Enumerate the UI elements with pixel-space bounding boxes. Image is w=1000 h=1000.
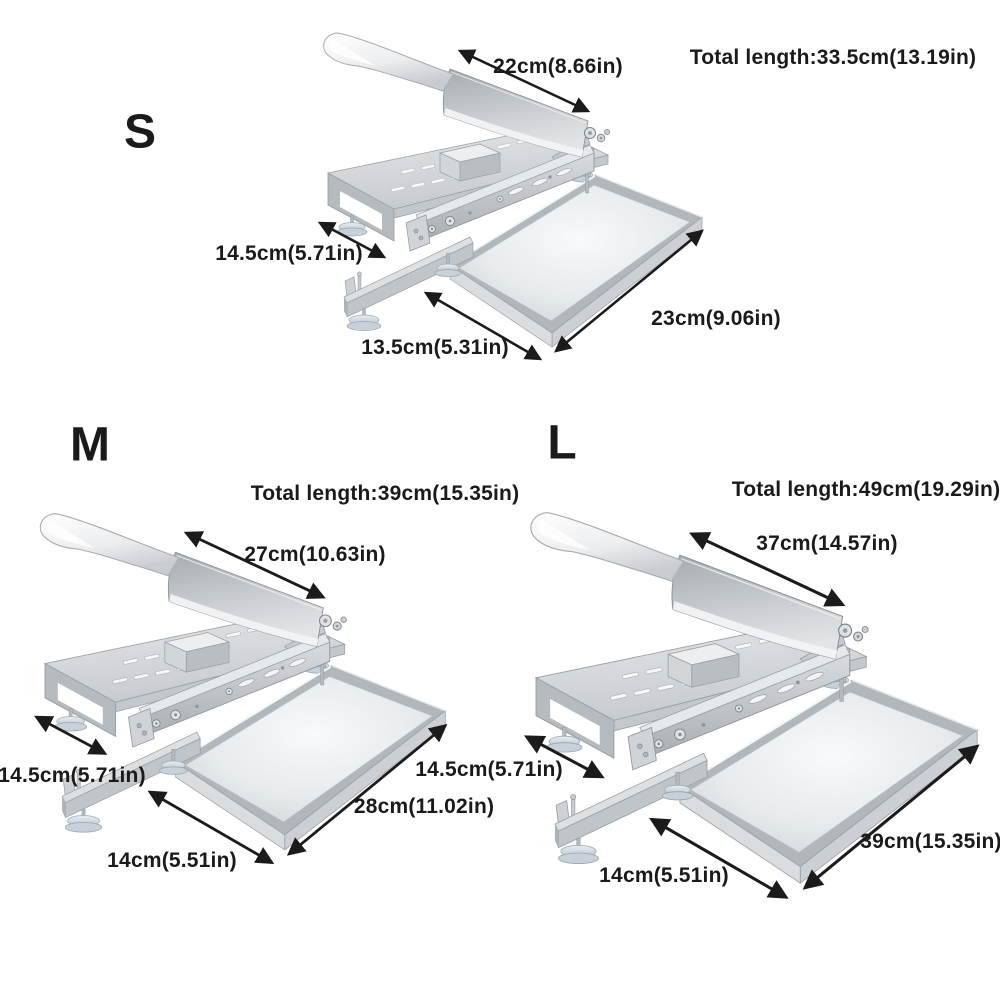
blade-length-label-l: 37cm(14.57in) <box>756 532 898 555</box>
depth-label-m: 14.5cm(5.71in) <box>0 764 146 787</box>
tray-length-label-m: 28cm(11.02in) <box>353 795 495 818</box>
size-label-s: S <box>123 105 157 159</box>
tray-length-label-s: 23cm(9.06in) <box>651 307 781 330</box>
depth-label-l: 14.5cm(5.71in) <box>415 758 563 781</box>
total-length-label-l: Total length:49cm(19.29in) <box>731 478 1000 501</box>
total-length-label-m: Total length:39cm(15.35in) <box>250 482 520 505</box>
size-label-l: L <box>547 416 577 470</box>
blade-length-label-m: 27cm(10.63in) <box>244 543 386 566</box>
depth-label-s: 14.5cm(5.71in) <box>215 242 363 265</box>
base-width-label-l: 14cm(5.51in) <box>599 864 729 887</box>
base-width-label-s: 13.5cm(5.31in) <box>361 336 509 359</box>
blade-length-label-s: 22cm(8.66in) <box>493 55 623 78</box>
tray-length-label-l: 39cm(15.35in) <box>860 830 1000 853</box>
size-label-m: M <box>70 418 110 472</box>
base-width-label-m: 14cm(5.51in) <box>107 849 237 872</box>
total-length-label-s: Total length:33.5cm(13.19in) <box>689 46 977 69</box>
